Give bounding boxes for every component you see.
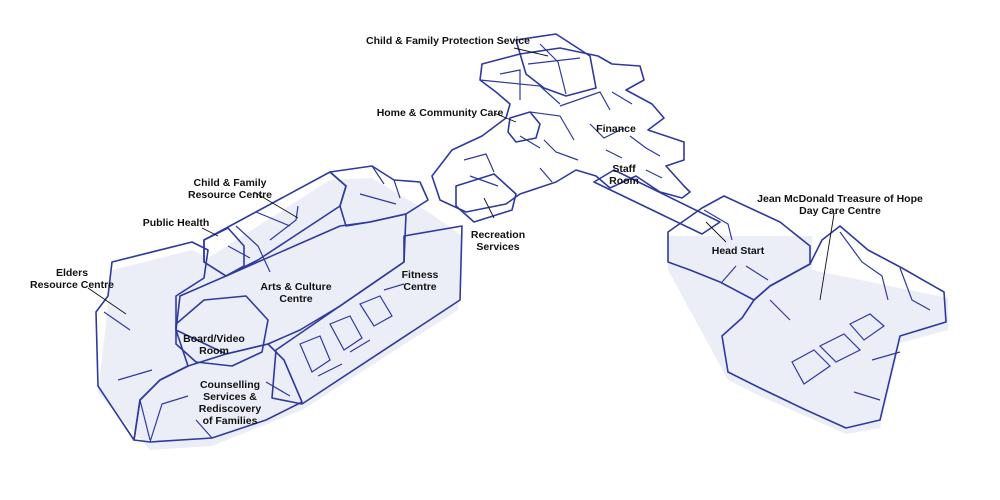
label-line: Elders	[56, 267, 88, 279]
label-line: Resource Centre	[188, 189, 272, 201]
label-line: Fitness	[402, 269, 439, 281]
fitness-centre-room	[271, 225, 463, 405]
label-child-family-protection: Child & Family Protection Sevice	[366, 35, 530, 47]
recreation-services-room	[455, 173, 517, 223]
label-line: Home & Community Care	[377, 107, 504, 119]
west-wing	[95, 165, 463, 443]
label-line: Head Start	[712, 245, 765, 257]
label-line: Jean McDonald Treasure of Hope	[757, 193, 923, 205]
day-care-centre-room	[721, 225, 947, 429]
east-wing	[667, 195, 947, 429]
label-line: Counselling	[200, 379, 260, 391]
leader-lines	[87, 47, 835, 315]
label-public-health: Public Health	[143, 217, 210, 229]
label-line: Child & Family Protection Sevice	[366, 35, 530, 47]
label-line: of Families	[203, 415, 258, 427]
building-base	[98, 178, 948, 450]
room-labels: Child & Family Protection Sevice Home & …	[30, 35, 923, 427]
label-line: Services	[476, 241, 519, 253]
label-head-start: Head Start	[712, 245, 765, 257]
label-line: Day Care Centre	[799, 205, 881, 217]
public-health-room	[203, 227, 245, 277]
label-line: Arts & Culture	[260, 281, 331, 293]
label-line: Centre	[279, 293, 312, 305]
label-line: Board/Video	[183, 333, 245, 345]
label-finance: Finance	[596, 123, 636, 135]
board-video-room	[175, 295, 269, 367]
label-line: Finance	[596, 123, 636, 135]
counselling-room	[133, 343, 303, 443]
label-line: Centre	[403, 281, 436, 293]
east-connector	[593, 169, 721, 235]
home-community-care-room	[507, 111, 541, 143]
label-line: Public Health	[143, 217, 210, 229]
label-line: Recreation	[471, 229, 525, 241]
label-line: Child & Family	[194, 177, 267, 189]
label-line: Services &	[203, 391, 257, 403]
label-line: Room	[609, 175, 639, 187]
child-family-protection-room	[515, 33, 597, 97]
label-line: Room	[199, 345, 229, 357]
label-home-community-care: Home & Community Care	[377, 107, 504, 119]
label-line: Staff	[612, 163, 636, 175]
label-line: Resource Centre	[30, 279, 114, 291]
label-line: Rediscovery	[199, 403, 262, 415]
north-wing	[431, 33, 721, 235]
